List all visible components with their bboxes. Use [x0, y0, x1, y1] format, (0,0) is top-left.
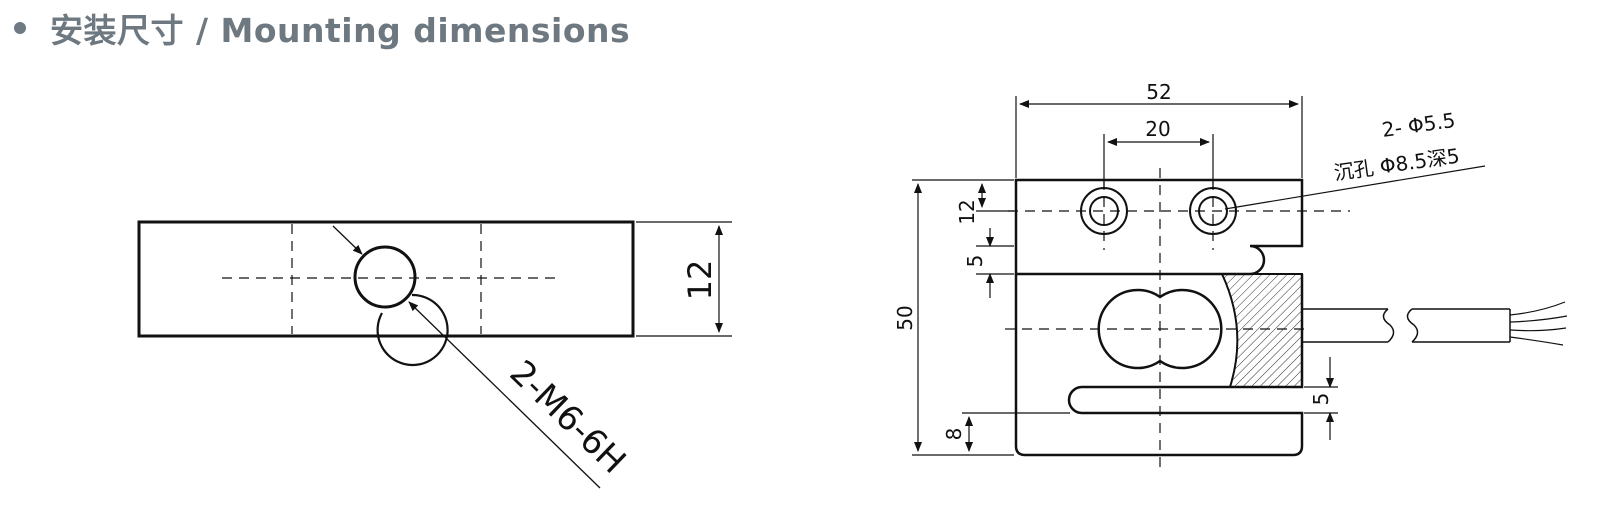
hole-note-line2: 沉孔 Φ8.5深5 [1332, 144, 1461, 185]
section-title: 安装尺寸 / Mounting dimensions [50, 11, 631, 50]
overall-width-label: 52 [1146, 80, 1171, 104]
front-view-outline [1014, 178, 1304, 276]
lower-slot-label: 5 [1309, 393, 1333, 406]
counterbore-left [1080, 187, 1128, 235]
thread-leader [408, 301, 601, 489]
bullet-icon [14, 22, 26, 34]
overall-height-label: 50 [893, 305, 917, 330]
threaded-hole [353, 245, 417, 309]
side-view: 2-M6-6H 12 [137, 220, 732, 489]
hole-offset-label: 12 [955, 199, 979, 224]
thread-label: 2-M6-6H [502, 353, 634, 482]
side-view-outline [137, 220, 635, 338]
hatched-section [1220, 273, 1303, 388]
hole-note-line1: 2- Φ5.5 [1380, 108, 1456, 142]
hole-spacing-label: 20 [1145, 117, 1170, 141]
bottom-offset-label: 8 [942, 428, 966, 441]
upper-slot-label: 5 [963, 255, 987, 268]
hole-note-leader [1224, 165, 1486, 210]
thread-arc [376, 293, 449, 367]
section-heading: 安装尺寸 / Mounting dimensions [14, 6, 630, 50]
thread-leader-top [332, 225, 363, 255]
front-view: 52 20 2- Φ5.5 沉孔 Φ8.5深5 50 12 5 5 [893, 80, 1568, 470]
cable [1302, 301, 1568, 346]
front-view-lower-body [1014, 274, 1304, 457]
side-height-label: 12 [681, 260, 719, 301]
